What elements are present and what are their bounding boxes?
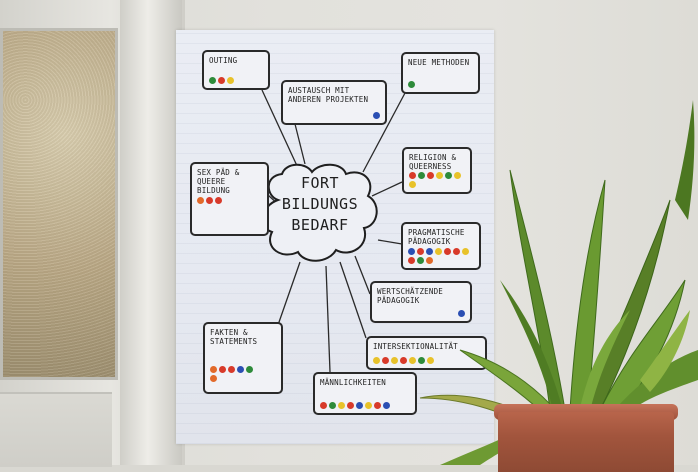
card-label: PRAGMATISCHE PÄDAGOGIK bbox=[408, 228, 465, 246]
sticker-dot bbox=[462, 248, 469, 255]
sticker-dots bbox=[209, 77, 263, 84]
sticker-dots bbox=[373, 357, 480, 364]
sticker-dots bbox=[197, 197, 262, 204]
sticker-dot bbox=[453, 248, 460, 255]
sticker-dot bbox=[454, 172, 461, 179]
sticker-dot bbox=[435, 248, 442, 255]
card-label: INTERSEKTIONALITÄT bbox=[373, 342, 458, 351]
card-label: SEX PÄD & QUEERE BILDUNG bbox=[197, 168, 240, 195]
sticker-dot bbox=[458, 310, 465, 317]
sticker-dots bbox=[377, 310, 465, 317]
door-trim bbox=[120, 0, 182, 465]
card-sex-paed: SEX PÄD & QUEERE BILDUNG bbox=[190, 162, 269, 236]
sticker-dot bbox=[408, 248, 415, 255]
sticker-dots bbox=[288, 112, 380, 119]
card-label: RELIGION & QUEERNESS bbox=[409, 153, 457, 171]
sticker-dot bbox=[373, 357, 380, 364]
card-religion-queerness: RELIGION & QUEERNESS bbox=[402, 147, 472, 194]
card-label: OUTING bbox=[209, 56, 238, 65]
terracotta-plant-pot bbox=[498, 412, 674, 472]
frosted-glass-window bbox=[0, 28, 118, 380]
card-label: NEUE METHODEN bbox=[408, 58, 470, 67]
sticker-dot bbox=[219, 366, 226, 373]
sticker-dot bbox=[365, 402, 372, 409]
card-pragmatische-paedagogik: PRAGMATISCHE PÄDAGOGIK bbox=[401, 222, 481, 270]
sticker-dot bbox=[409, 357, 416, 364]
sticker-dots bbox=[408, 81, 473, 88]
sticker-dot bbox=[436, 172, 443, 179]
sticker-dot bbox=[400, 357, 407, 364]
card-outing: OUTING bbox=[202, 50, 270, 90]
sticker-dot bbox=[347, 402, 354, 409]
card-label: MÄNNLICHKEITEN bbox=[320, 378, 387, 387]
sticker-dot bbox=[391, 357, 398, 364]
sticker-dot bbox=[382, 357, 389, 364]
sticker-dot bbox=[426, 257, 433, 264]
card-neue-methoden: NEUE METHODEN bbox=[401, 52, 480, 94]
sticker-dot bbox=[417, 257, 424, 264]
sticker-dot bbox=[197, 197, 204, 204]
door-panel bbox=[0, 392, 112, 467]
card-wertschaetzende-paedagogik: WERTSCHÄTZENDE PÄDAGOGIK bbox=[370, 281, 472, 323]
central-thought-cloud bbox=[262, 163, 378, 262]
sticker-dot bbox=[426, 248, 433, 255]
sticker-dot bbox=[418, 357, 425, 364]
sticker-dot bbox=[417, 248, 424, 255]
central-topic-label: FORT BILDUNGS BEDARF bbox=[281, 174, 359, 234]
sticker-dot bbox=[209, 77, 216, 84]
sticker-dot bbox=[427, 172, 434, 179]
sticker-dot bbox=[427, 357, 434, 364]
sticker-dot bbox=[409, 181, 416, 188]
sticker-dot bbox=[210, 366, 217, 373]
sticker-dot bbox=[444, 248, 451, 255]
sticker-dot bbox=[215, 197, 222, 204]
sticker-dot bbox=[338, 402, 345, 409]
sticker-dot bbox=[210, 375, 217, 382]
sticker-dot bbox=[418, 172, 425, 179]
sticker-dots bbox=[408, 248, 474, 264]
sticker-dot bbox=[408, 257, 415, 264]
sticker-dot bbox=[218, 77, 225, 84]
sticker-dot bbox=[408, 81, 415, 88]
sticker-dots bbox=[320, 402, 410, 409]
sticker-dot bbox=[356, 402, 363, 409]
sticker-dot bbox=[206, 197, 213, 204]
sticker-dot bbox=[409, 172, 416, 179]
card-label: WERTSCHÄTZENDE PÄDAGOGIK bbox=[377, 287, 444, 305]
sticker-dot bbox=[246, 366, 253, 373]
sticker-dot bbox=[227, 77, 234, 84]
card-austausch: AUSTAUSCH MIT ANDEREN PROJEKTEN bbox=[281, 80, 387, 125]
sticker-dot bbox=[320, 402, 327, 409]
card-maennlichkeiten: MÄNNLICHKEITEN bbox=[313, 372, 417, 415]
sticker-dot bbox=[445, 172, 452, 179]
sticker-dots bbox=[409, 172, 465, 188]
card-fakten-statements: FAKTEN & STATEMENTS bbox=[203, 322, 283, 394]
sticker-dot bbox=[329, 402, 336, 409]
sticker-dot bbox=[228, 366, 235, 373]
card-label: AUSTAUSCH MIT ANDEREN PROJEKTEN bbox=[288, 86, 369, 104]
sticker-dot bbox=[374, 402, 381, 409]
card-label: FAKTEN & STATEMENTS bbox=[210, 328, 258, 346]
sticker-dot bbox=[237, 366, 244, 373]
sticker-dot bbox=[373, 112, 380, 119]
sticker-dots bbox=[210, 366, 260, 382]
sticker-dot bbox=[383, 402, 390, 409]
